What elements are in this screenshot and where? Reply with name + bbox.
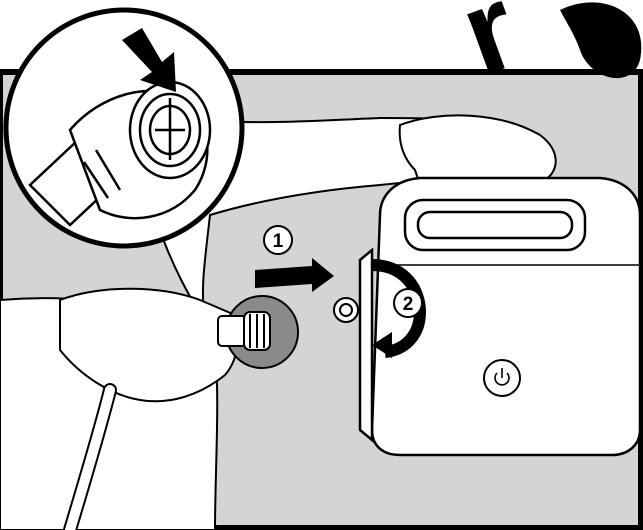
plug-connector: [218, 312, 270, 350]
watermark-shape: [560, 2, 641, 78]
device-socket: [334, 298, 358, 322]
step-1-number: 1: [273, 231, 284, 252]
step-2-number: 2: [403, 294, 414, 315]
